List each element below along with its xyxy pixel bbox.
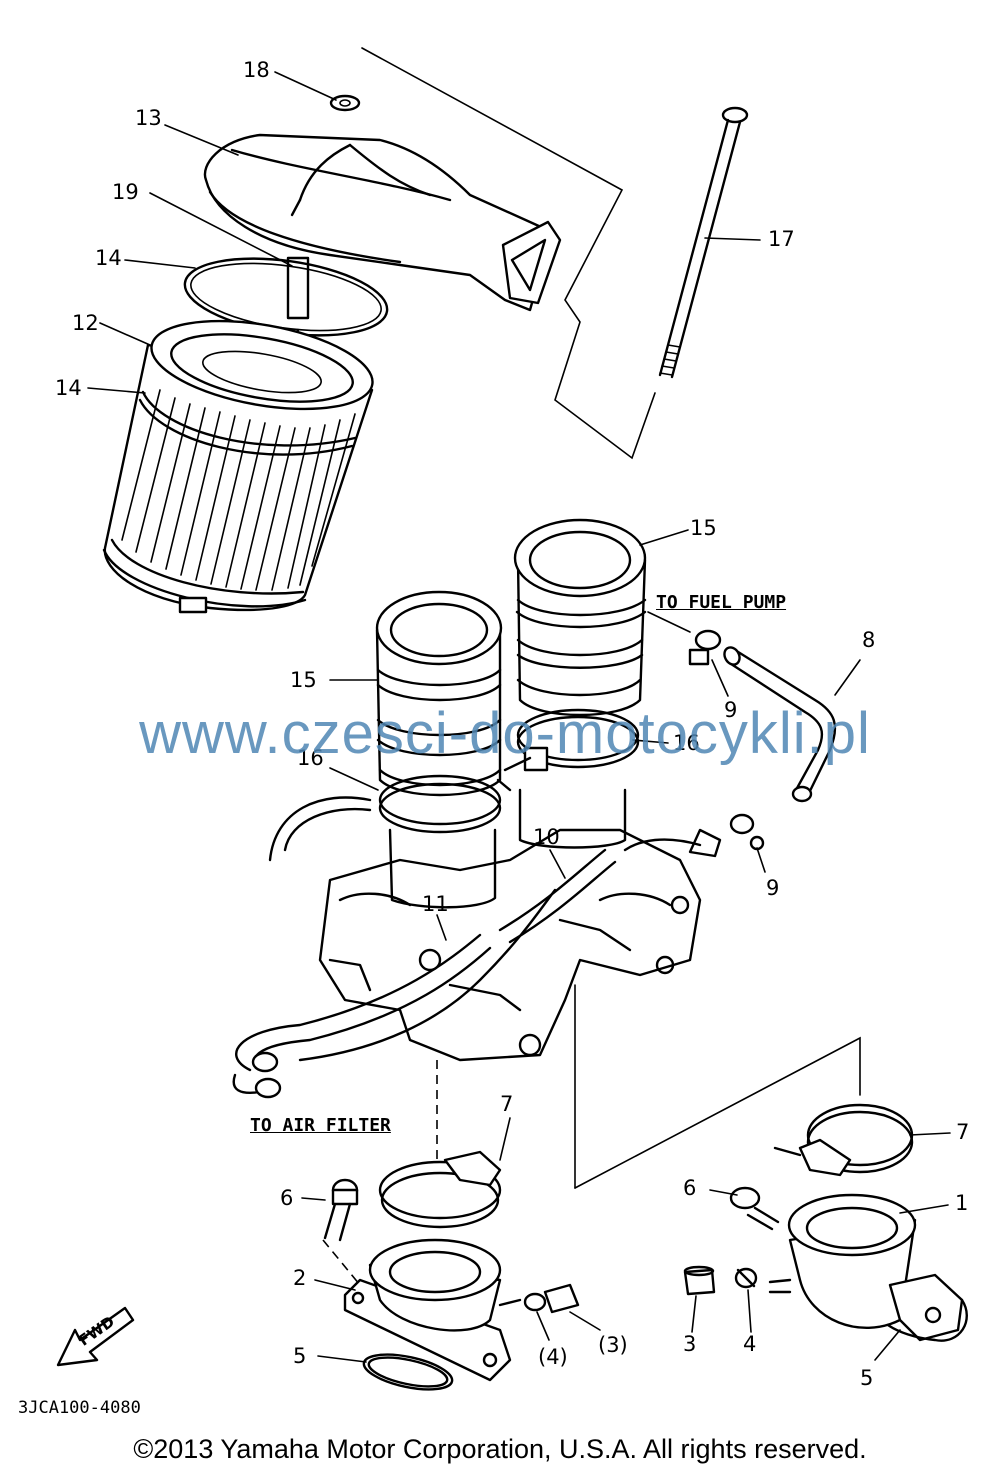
filter-element-12 xyxy=(102,319,374,614)
callout-10: 10 xyxy=(533,825,560,849)
callout-14-top: 14 xyxy=(95,246,122,270)
clip-4-left xyxy=(523,1292,547,1312)
callout-9-upper: 9 xyxy=(724,698,738,722)
copyright-notice: ©2013 Yamaha Motor Corporation, U.S.A. A… xyxy=(133,1434,867,1464)
filter-case-cover-13 xyxy=(203,133,562,312)
callout-15-left: 15 xyxy=(290,668,317,692)
hose-clip-9-lower xyxy=(729,813,765,851)
callout-13: 13 xyxy=(135,106,162,130)
callout-1: 1 xyxy=(955,1191,969,1215)
clamp-16-right xyxy=(503,708,640,772)
reference-outline xyxy=(361,47,656,460)
callout-4-paren: (4) xyxy=(538,1345,568,1369)
o-ring-14-band xyxy=(138,390,357,456)
callout-17: 17 xyxy=(768,227,795,251)
callout-7-right: 7 xyxy=(956,1120,970,1144)
callout-12: 12 xyxy=(72,311,99,335)
callout-5-left: 5 xyxy=(293,1344,307,1368)
intake-joint-1 xyxy=(768,1193,964,1342)
hose-11 xyxy=(232,888,557,1099)
intake-joint-2 xyxy=(343,1238,522,1382)
callout-16-right: 16 xyxy=(673,731,700,755)
cap-3-right xyxy=(683,1265,716,1296)
intake-funnel-15-left xyxy=(375,590,503,797)
callout-7-left: 7 xyxy=(500,1092,514,1116)
clamp-16-left xyxy=(378,774,512,834)
note-to-air-filter: TO AIR FILTER xyxy=(250,1115,391,1136)
clamp-7-left xyxy=(378,1150,502,1229)
bolt-6-right xyxy=(729,1186,780,1231)
callout-11: 11 xyxy=(422,892,449,916)
callout-14-band: 14 xyxy=(55,376,82,400)
cap-3-left xyxy=(543,1283,580,1314)
callout-6-left: 6 xyxy=(280,1186,294,1210)
clamp-7-right xyxy=(773,1103,914,1177)
bolt-17 xyxy=(658,106,749,379)
callout-8: 8 xyxy=(862,628,876,652)
callout-5-right: 5 xyxy=(860,1366,874,1390)
callout-15-right: 15 xyxy=(690,516,717,540)
intake-funnel-15-right xyxy=(513,518,647,717)
callout-4: 4 xyxy=(743,1332,757,1356)
fwd-arrow-icon xyxy=(56,1306,135,1367)
carburetor-assembly xyxy=(268,788,722,1062)
bolt-6-left xyxy=(323,1178,359,1242)
diagram-code: 3JCA100-4080 xyxy=(18,1398,141,1418)
clip-4-right xyxy=(734,1267,758,1289)
callout-16-left: 16 xyxy=(297,746,324,770)
callout-2: 2 xyxy=(293,1266,307,1290)
fuel-hose-8 xyxy=(723,646,837,803)
grommet-18 xyxy=(329,94,361,112)
callout-3: 3 xyxy=(683,1332,697,1356)
hose-clip-9-upper xyxy=(688,629,722,666)
hose-10 xyxy=(498,848,617,944)
callout-3-paren: (3) xyxy=(598,1333,628,1357)
callout-9-lower: 9 xyxy=(766,876,780,900)
callout-19: 19 xyxy=(112,180,139,204)
callout-18: 18 xyxy=(243,58,270,82)
callout-6-right: 6 xyxy=(683,1176,697,1200)
reference-lines-lower xyxy=(322,984,861,1286)
watermark: www.czesci-do-motocykli.pl xyxy=(139,701,871,766)
leader-lines xyxy=(87,71,951,1363)
o-ring-5-left xyxy=(362,1353,454,1391)
note-to-fuel-pump: TO FUEL PUMP xyxy=(656,592,787,613)
